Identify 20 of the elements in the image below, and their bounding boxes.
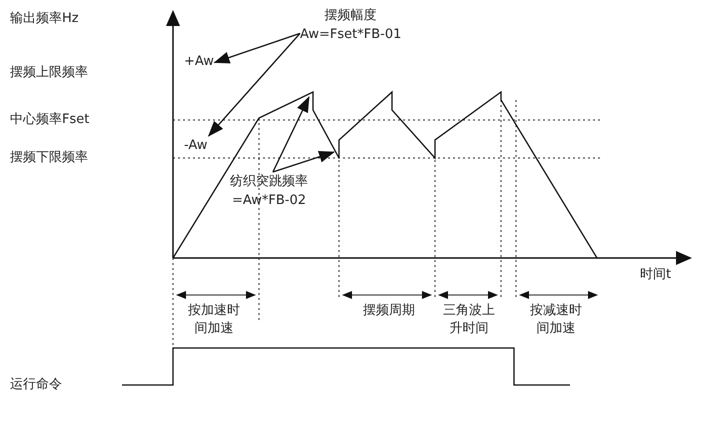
axis-label: 时间t xyxy=(640,266,672,284)
amplitude-label: -Aw xyxy=(184,137,208,155)
annotation-heading: 纺织突跳频率 xyxy=(230,173,308,191)
annotation-heading: 摆频幅度 xyxy=(324,7,378,25)
level-label: 摆频上限频率 xyxy=(10,64,89,82)
leader-arrow xyxy=(272,150,335,173)
leader-arrow xyxy=(214,32,300,64)
interval-label: 按减速时间加速 xyxy=(529,302,583,338)
leader-arrow xyxy=(208,32,300,137)
interval-label: 三角波上升时间 xyxy=(442,302,496,338)
interval-label: 按加速时间加速 xyxy=(187,302,241,338)
axis-label: 输出频率Hz xyxy=(10,10,80,28)
signal-label: 运行命令 xyxy=(10,376,63,394)
interval-label: 摆频周期 xyxy=(362,302,416,320)
level-label: 摆频下限频率 xyxy=(10,149,89,167)
level-label: 中心频率Fset xyxy=(10,111,90,129)
amplitude-label: +Aw xyxy=(184,53,214,71)
formula-text: Aw=Fset*FB-01 xyxy=(300,26,402,44)
formula-text: =Aw*FB-02 xyxy=(230,192,308,210)
leader-arrow xyxy=(272,96,310,172)
